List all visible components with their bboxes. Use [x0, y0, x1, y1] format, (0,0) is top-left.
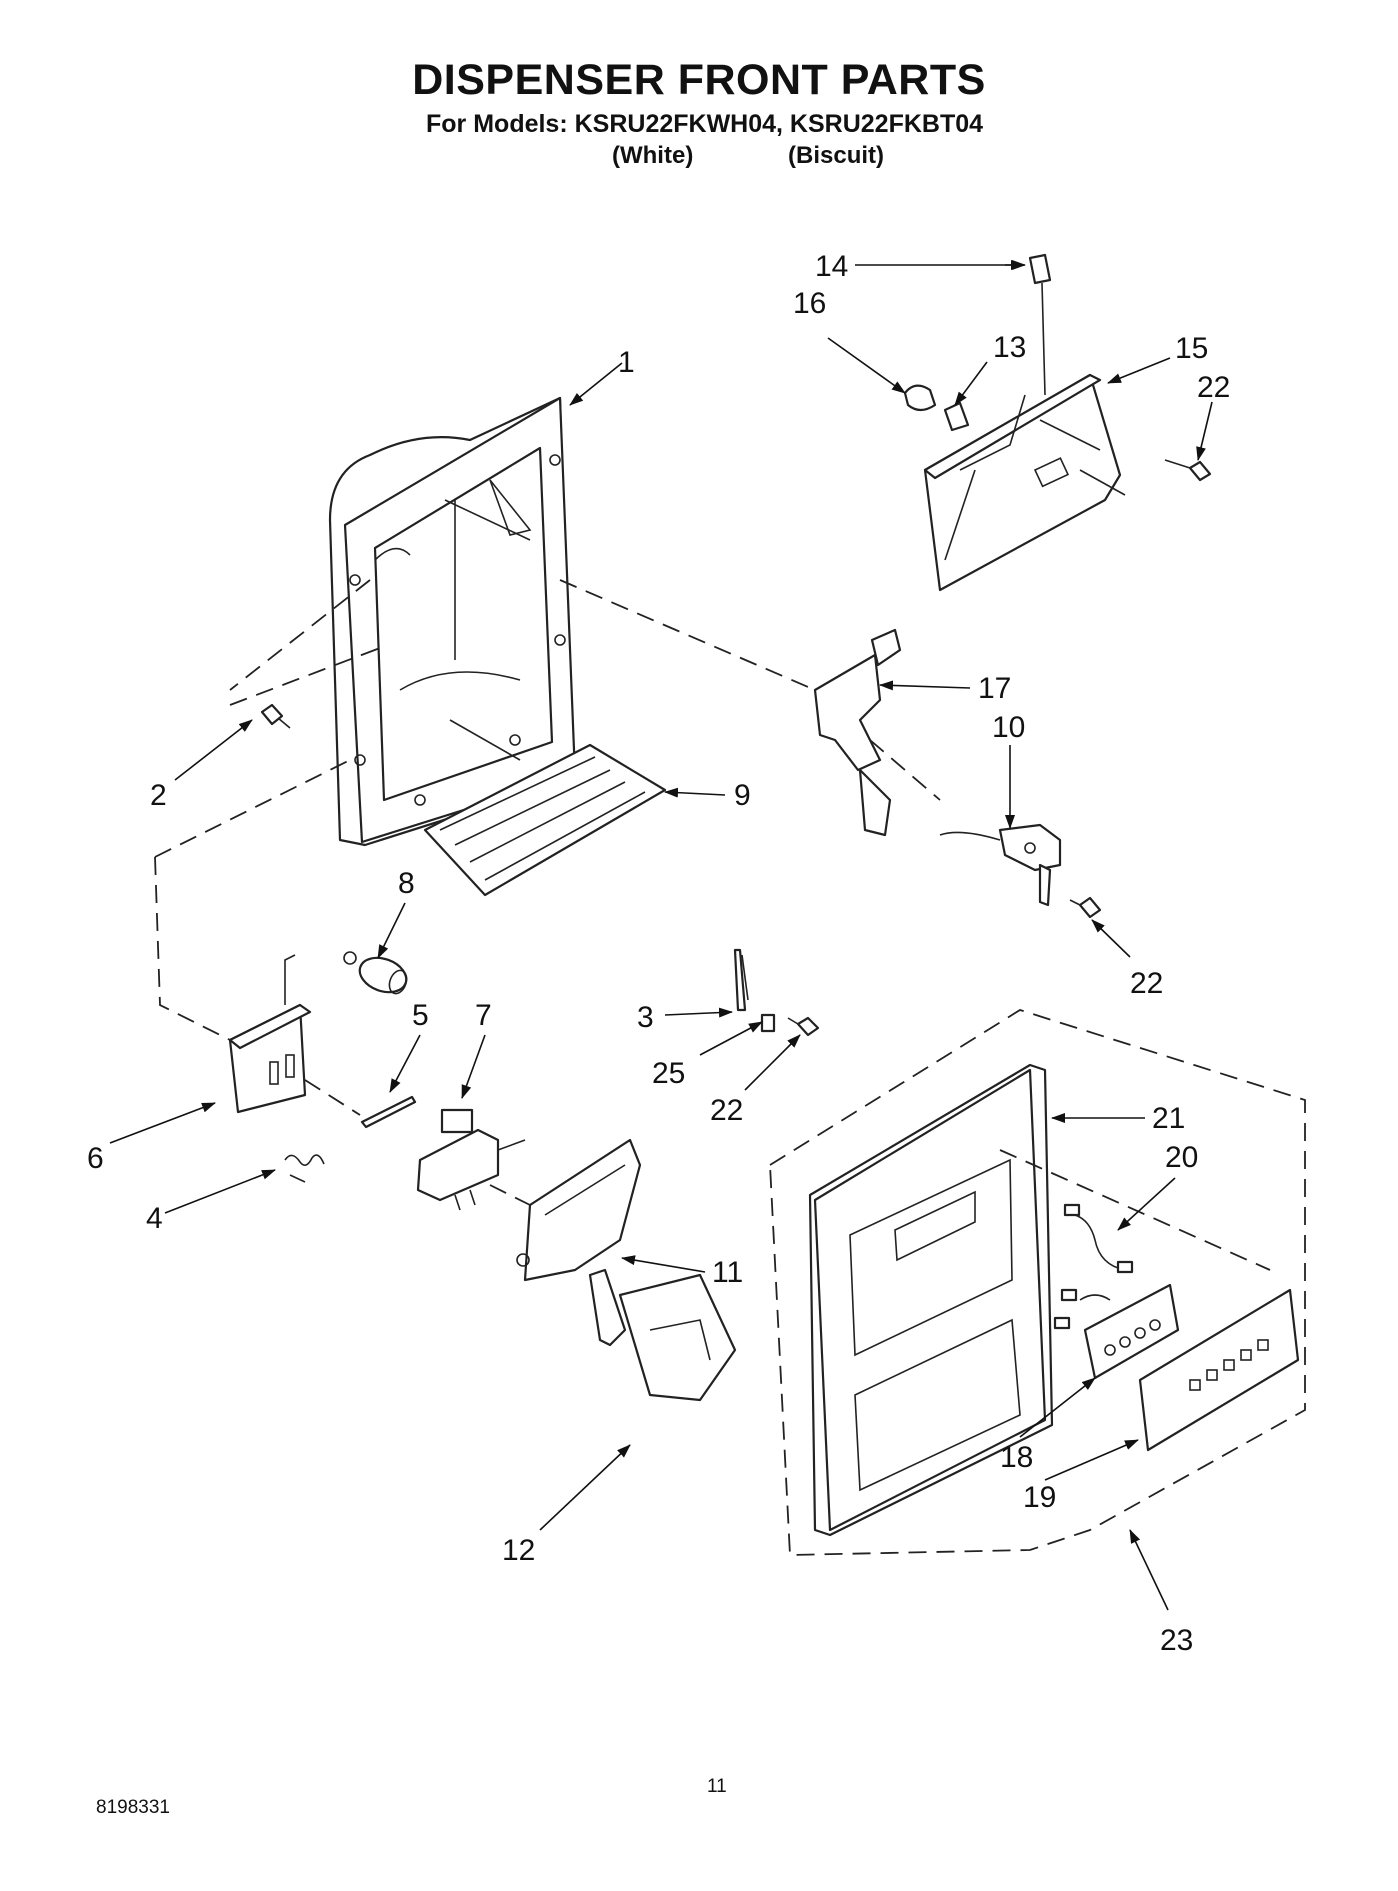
part-16-bulb: [903, 384, 937, 412]
callout-15: 15: [1175, 332, 1208, 365]
callout-12: 12: [502, 1534, 535, 1567]
part-17-water-paddle: [813, 628, 902, 837]
callout-13: 13: [993, 331, 1026, 364]
callout-22-right: 22: [1130, 967, 1163, 1000]
callout-16: 16: [793, 287, 826, 320]
callout-21: 21: [1152, 1102, 1185, 1135]
callout-8: 8: [398, 867, 415, 900]
models-line: For Models: KSRU22FKWH04, KSRU22FKBT04: [426, 110, 984, 138]
part-11-paddle: [516, 1138, 642, 1347]
part-25-spacer: [760, 1013, 776, 1033]
callout-22-center: 22: [710, 1094, 743, 1127]
callout-20: 20: [1165, 1141, 1198, 1174]
callout-7: 7: [475, 999, 492, 1032]
callout-labels: 1 2 3 4 5 6 7 8 9 10 11 12 13 14 15 16 1…: [87, 250, 1230, 1657]
part-1-housing: [328, 396, 577, 847]
part-22-screw-center: [787, 1016, 820, 1037]
callout-22-top: 22: [1197, 371, 1230, 404]
callout-9: 9: [734, 779, 751, 812]
page-number: 11: [707, 1776, 727, 1797]
callout-2: 2: [150, 779, 167, 812]
page-title: DISPENSER FRONT PARTS: [412, 56, 986, 104]
part-19-control-overlay: [1138, 1288, 1300, 1452]
part-7-actuator: [416, 1108, 526, 1211]
assembly-dashed-lines: [154, 579, 1306, 1556]
color-label-biscuit: (Biscuit): [788, 142, 884, 169]
part-3-clip: [733, 948, 749, 1012]
callout-19: 19: [1023, 1481, 1056, 1514]
part-6-motor-block: [228, 954, 312, 1114]
part-9-drip-tray: [423, 743, 667, 897]
callout-1: 1: [618, 346, 635, 379]
callout-14: 14: [815, 250, 848, 283]
callout-23: 23: [1160, 1624, 1193, 1657]
part-13-socket: [943, 401, 970, 432]
callout-4: 4: [146, 1202, 163, 1235]
callout-17: 17: [978, 672, 1011, 705]
part-4-spring: [284, 1154, 325, 1183]
callout-11: 11: [712, 1256, 743, 1289]
part-2-screw: [260, 703, 291, 729]
part-5-pin: [360, 1095, 417, 1129]
leader-lines: [109, 260, 1213, 1611]
document-number: 8198331: [96, 1797, 170, 1818]
part-15-light-housing: [923, 373, 1126, 592]
part-8-solenoid: [343, 951, 408, 995]
callout-25: 25: [652, 1057, 685, 1090]
part-10-water-nozzle: [939, 823, 1062, 907]
part-18-control-board: [1083, 1283, 1180, 1380]
callout-5: 5: [412, 999, 429, 1032]
part-22-screw-top: [1164, 459, 1212, 482]
callout-6: 6: [87, 1142, 104, 1175]
part-21-front-panel: [808, 1063, 1054, 1537]
part-14-switch: [1028, 253, 1052, 396]
color-label-white: (White): [612, 142, 694, 169]
part-12-ice-chute: [618, 1273, 737, 1402]
part-22-screw-right: [1069, 896, 1102, 919]
callout-18: 18: [1000, 1441, 1033, 1474]
callout-10: 10: [992, 711, 1025, 744]
callout-3: 3: [637, 1001, 654, 1034]
part-20-wire-harness: [1053, 1203, 1134, 1330]
